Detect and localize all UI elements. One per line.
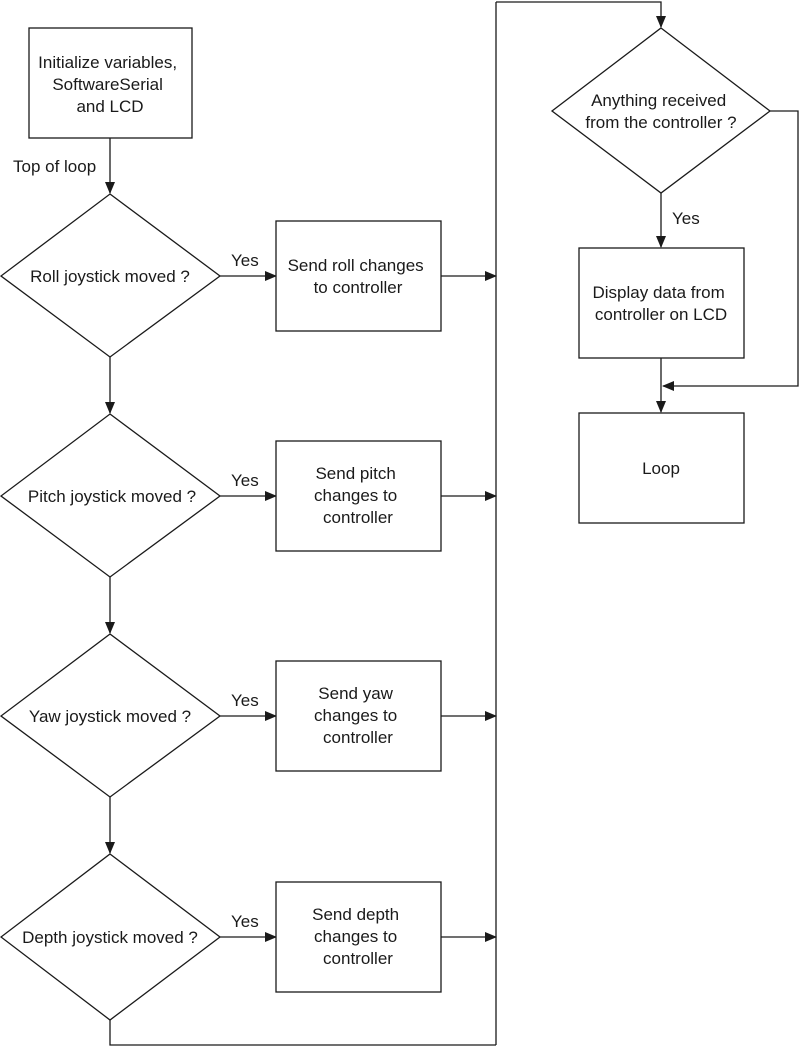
init-text: Initialize variables, SoftwareSerial and…	[38, 53, 182, 116]
send-yaw-box	[275, 660, 442, 772]
send-roll-box	[275, 220, 442, 332]
arrow-received-no	[662, 110, 799, 391]
yaw-yes-label: Yes	[231, 691, 259, 710]
init-box	[28, 27, 193, 139]
display-box	[578, 247, 745, 359]
depth-decision-text: Depth joystick moved ?	[22, 928, 198, 947]
connector-depth-no-to-bus	[109, 1020, 496, 1046]
roll-decision	[0, 193, 222, 358]
roll-decision-text: Roll joystick moved ?	[30, 267, 190, 286]
received-yes-label: Yes	[672, 209, 700, 228]
pitch-yes-label: Yes	[231, 471, 259, 490]
send-depth-text: Send depth changes to controller	[312, 905, 404, 968]
connectors	[105, 1, 799, 1046]
send-yaw-text: Send yaw changes to controller	[314, 684, 402, 747]
send-depth-box	[275, 881, 442, 993]
loop-box	[578, 412, 745, 524]
roll-yes-label: Yes	[231, 251, 259, 270]
top-of-loop-label: Top of loop	[13, 157, 96, 176]
send-pitch-box	[275, 440, 442, 552]
arrow-bus-to-received	[496, 1, 666, 28]
loop-text: Loop	[642, 459, 680, 478]
depth-decision	[0, 853, 222, 1021]
received-decision	[550, 27, 772, 194]
pitch-decision	[0, 413, 222, 578]
display-text: Display data from controller on LCD	[592, 283, 729, 324]
depth-yes-label: Yes	[231, 912, 259, 931]
yaw-decision	[0, 633, 222, 798]
send-roll-text: Send roll changes to controller	[288, 256, 429, 297]
send-pitch-text: Send pitch changes to controller	[314, 464, 402, 527]
received-decision-text: Anything received from the controller ?	[585, 91, 736, 132]
pitch-decision-text: Pitch joystick moved ?	[28, 487, 196, 506]
yaw-decision-text: Yaw joystick moved ?	[29, 707, 191, 726]
